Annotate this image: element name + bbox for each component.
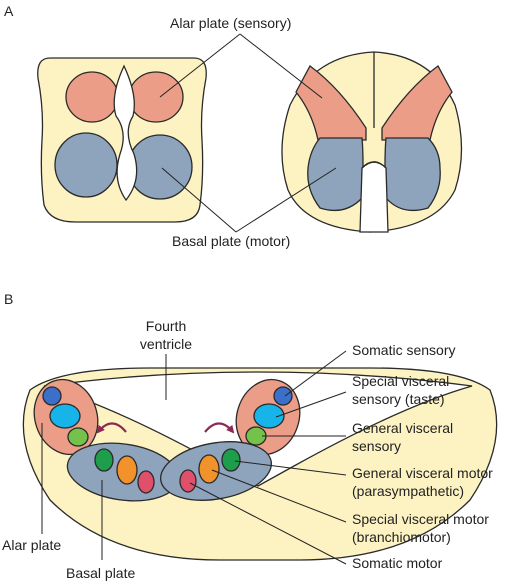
label-somatic-motor: Somatic motor xyxy=(352,555,443,571)
nucleus-general-visceral-motor-right xyxy=(221,448,241,472)
migration-arrow-right xyxy=(204,422,235,434)
basal-plate-motor-label: Basal plate (motor) xyxy=(172,233,290,249)
central-canal-early xyxy=(113,64,138,202)
basal-plate-right xyxy=(127,134,193,200)
label-special-visceral-sensory-2: sensory (taste) xyxy=(352,391,445,407)
nucleus-special-visceral-motor-right xyxy=(198,454,220,484)
nucleus-special-visceral-sensory-left xyxy=(49,403,81,429)
alar-plate-left xyxy=(65,71,119,123)
label-general-visceral-sensory-2: sensory xyxy=(352,438,401,454)
panel-b-label: B xyxy=(4,291,13,307)
label-special-visceral-motor-2: (branchiomotor) xyxy=(352,529,451,545)
alar-plate-left-cord xyxy=(295,65,367,141)
alar-plate-label: Alar plate xyxy=(2,537,61,553)
nucleus-general-visceral-sensory-left xyxy=(67,427,89,447)
basal-plate-left xyxy=(54,132,118,198)
fourth-ventricle-label-2: ventricle xyxy=(140,336,192,352)
nucleus-somatic-motor-left xyxy=(137,470,155,494)
alar-plate-right xyxy=(128,71,184,123)
label-general-visceral-motor-1: General visceral motor xyxy=(352,465,493,481)
ventricle-label-group: Fourth ventricle xyxy=(140,318,192,400)
alar-label-group: Alar plate (sensory) xyxy=(159,15,323,99)
basal-label-group: Basal plate (motor) xyxy=(161,167,337,249)
basal-plate-label: Basal plate xyxy=(66,565,135,581)
spinal-cord-section xyxy=(281,51,463,233)
basal-plate-divider xyxy=(361,161,387,169)
alar-plate-right-cord xyxy=(381,65,453,141)
nucleus-special-visceral-motor-left xyxy=(116,455,138,485)
basal-plate-left-cord xyxy=(307,137,364,212)
fourth-ventricle-label-1: Fourth xyxy=(146,318,186,334)
neural-tube-early xyxy=(37,57,207,223)
panel-a-label: A xyxy=(4,3,14,19)
plate-labels: Alar plate Basal plate xyxy=(2,423,135,581)
label-special-visceral-sensory-1: Special visceral xyxy=(352,373,449,389)
label-general-visceral-motor-2: (parasympathetic) xyxy=(352,483,464,499)
label-general-visceral-sensory-1: General visceral xyxy=(352,420,453,436)
nucleus-somatic-sensory-left xyxy=(42,386,62,406)
migration-arrow-left xyxy=(96,422,127,434)
label-somatic-sensory: Somatic sensory xyxy=(352,342,455,358)
nucleus-somatic-motor-right xyxy=(179,469,197,493)
nucleus-labels: Somatic sensory Special visceral sensory… xyxy=(189,342,493,571)
nucleus-somatic-sensory-right xyxy=(273,386,293,406)
basal-plate-right-cord xyxy=(384,137,441,212)
nucleus-special-visceral-sensory-right xyxy=(253,403,285,429)
ventral-fissure xyxy=(359,161,389,233)
label-special-visceral-motor-1: Special visceral motor xyxy=(352,511,489,527)
nucleus-general-visceral-motor-left xyxy=(94,448,114,472)
alar-plate-sensory-label: Alar plate (sensory) xyxy=(170,15,291,31)
